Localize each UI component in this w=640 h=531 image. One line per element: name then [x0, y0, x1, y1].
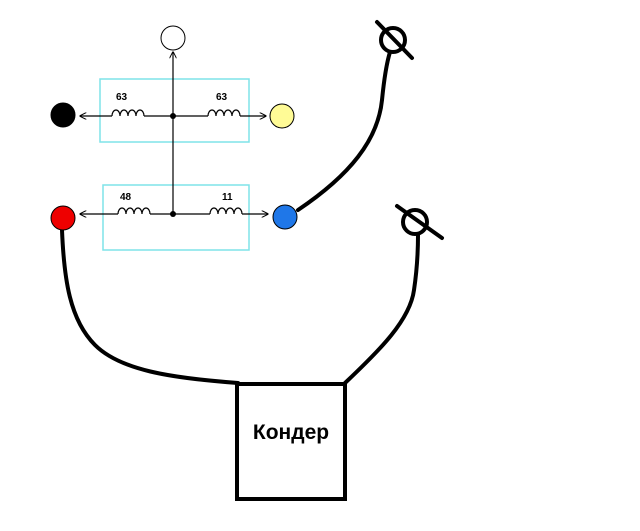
red-terminal [50, 205, 76, 231]
label-top-left-winding: 63 [116, 92, 128, 103]
coil-bottom-left [117, 207, 151, 215]
junction-top [170, 113, 176, 119]
coil-top-left [111, 109, 145, 117]
label-top-right-winding: 63 [216, 92, 228, 103]
black-terminal [50, 102, 76, 128]
yellow-terminal [269, 103, 295, 129]
coil-top-right [207, 109, 241, 117]
capacitor-box [235, 382, 347, 501]
plug-pin-bottom [395, 204, 444, 240]
wire-capacitor-to-plug [343, 233, 420, 385]
coil-bottom-right [209, 207, 243, 215]
label-bottom-right-winding: 11 [222, 192, 233, 203]
white-terminal [160, 25, 186, 51]
capacitor-label: Кондер [253, 421, 329, 444]
wire-blue-to-plug [296, 50, 392, 212]
blue-terminal [272, 204, 298, 230]
label-bottom-left-winding: 48 [120, 192, 132, 203]
junction-bottom [170, 211, 176, 217]
top-winding-box [99, 78, 250, 143]
plug-pin-top [375, 20, 414, 60]
bottom-winding-box [102, 184, 250, 251]
wire-red-to-capacitor [60, 228, 240, 385]
